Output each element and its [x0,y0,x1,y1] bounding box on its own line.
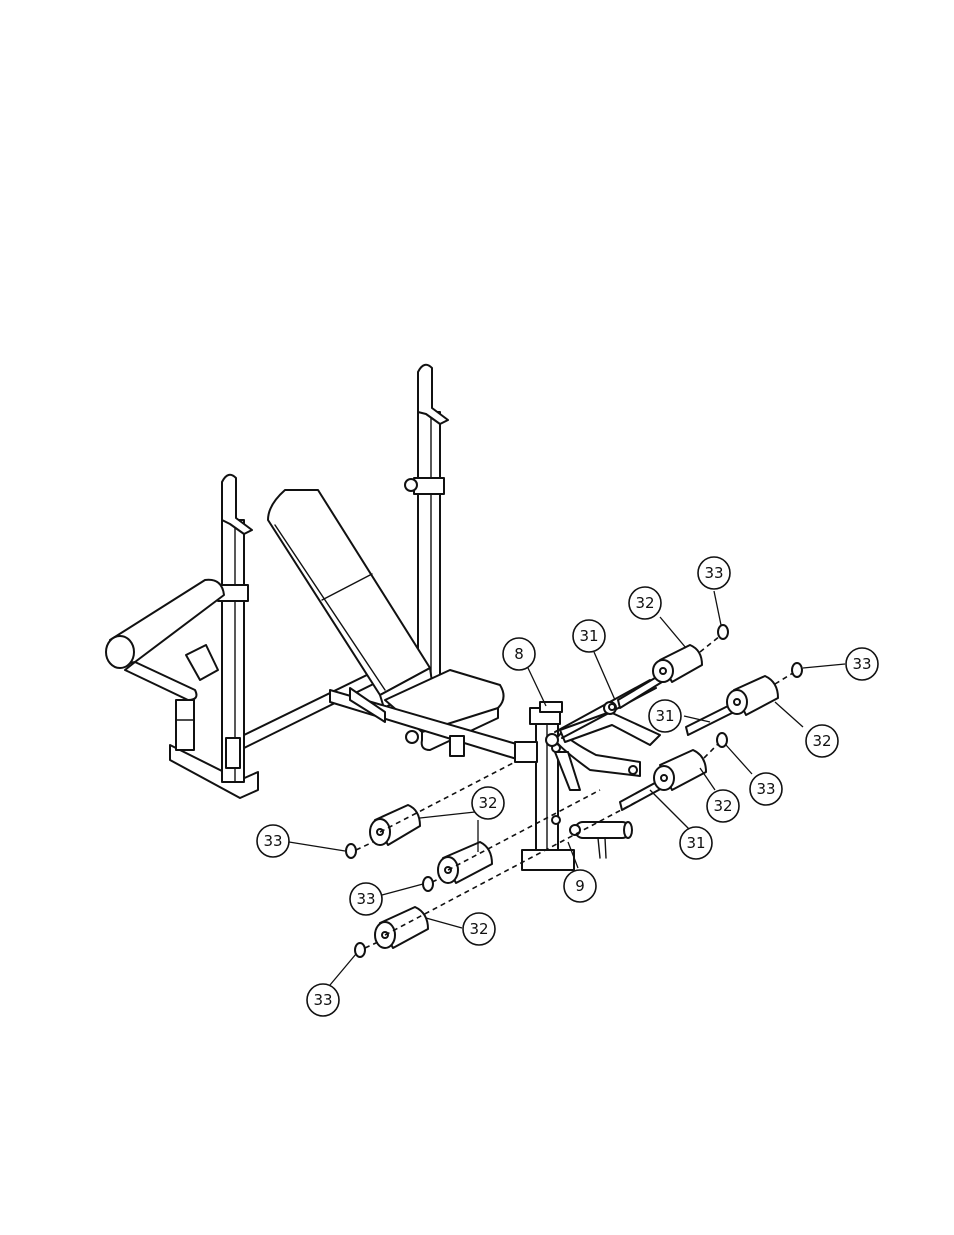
roller-left-3 [375,907,428,948]
callout-label: 33 [852,655,871,673]
callout-9: 9 [564,870,596,902]
callout-label: 31 [579,627,598,645]
callout-32-mid-right: 32 [806,725,838,757]
roller-left-1 [370,805,420,845]
cap-lower-right [717,733,727,747]
callout-32-left-bottom: 32 [463,913,495,945]
callout-32-left-top: 32 [472,787,504,819]
callout-label: 33 [756,780,775,798]
callout-label: 33 [263,832,282,850]
callout-label: 33 [356,890,375,908]
callout-8: 8 [503,638,535,670]
callout-33-upper-right: 33 [698,557,730,589]
callout-label: 31 [686,834,705,852]
callout-33-lower-right: 33 [750,773,782,805]
callout-label: 32 [469,920,488,938]
callout-label: 32 [478,794,497,812]
right-upright [405,365,448,680]
callout-31-middle: 31 [649,700,681,732]
callout-31-lower: 31 [680,827,712,859]
callout-label: 8 [514,645,524,663]
callout-label: 31 [655,707,674,725]
bench-frame [106,365,520,798]
callout-33-mid-right: 33 [846,648,878,680]
callout-label: 32 [713,797,732,815]
callout-31-upper: 31 [573,620,605,652]
roller-mid-right [727,676,778,715]
leg-developer-arm [546,680,660,858]
callout-32-upper-right: 32 [629,587,661,619]
roller-upper-right [653,645,702,682]
backrest [268,490,432,708]
callout-33-left-2: 33 [350,883,382,915]
upright-base-plate [522,850,574,870]
callout-label: 9 [575,877,585,895]
roller-left-2 [438,842,492,883]
cap-upper-right [718,625,728,639]
callout-label: 33 [313,991,332,1009]
roller-lower-right [654,750,706,790]
callout-32-lower-right: 32 [707,790,739,822]
cap-mid-right [792,663,802,677]
callout-label: 33 [704,564,723,582]
callout-label: 32 [635,594,654,612]
callout-33-left-1: 33 [257,825,289,857]
cap-left-1 [346,844,356,858]
cap-left-3 [355,943,365,957]
pop-pin [575,822,630,838]
callout-33-left-3: 33 [307,984,339,1016]
preacher-curl-pad [106,580,224,750]
callout-label: 32 [812,732,831,750]
cap-left-2 [423,877,433,891]
